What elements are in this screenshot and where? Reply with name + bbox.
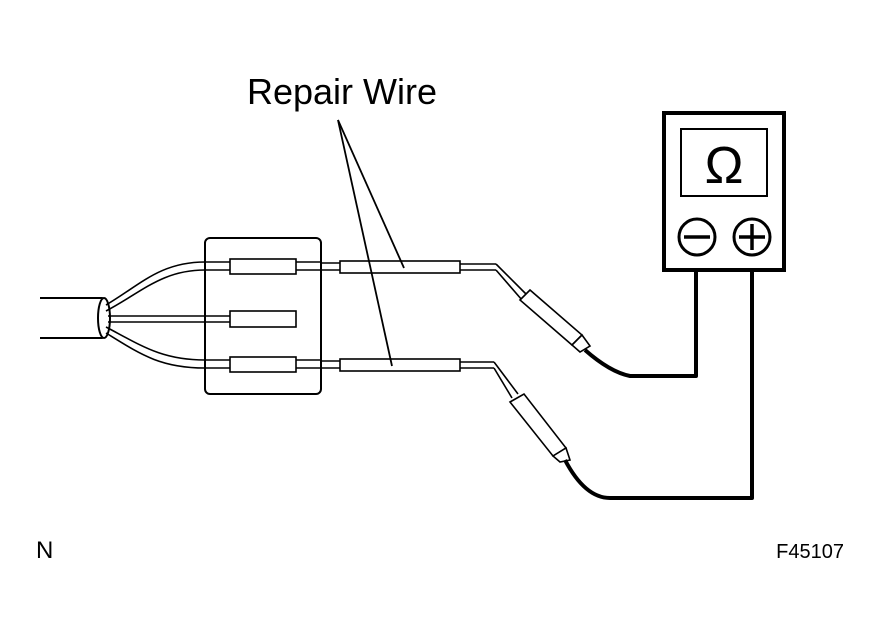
connector-terminal-middle	[205, 310, 297, 328]
probe-bottom	[508, 392, 572, 463]
connector-terminal-top	[205, 258, 321, 275]
meter-symbol: Ω	[705, 137, 744, 195]
connector	[204, 237, 322, 395]
connector-terminal-bottom	[205, 356, 321, 373]
cable-wires	[105, 261, 206, 369]
cable-sheath	[40, 297, 111, 339]
test-leads	[563, 262, 754, 500]
corner-label: N	[36, 537, 53, 564]
figure-code: F45107	[776, 541, 844, 563]
ohmmeter-icon: Ω	[662, 111, 786, 272]
probe-top	[518, 288, 592, 353]
callout-label: Repair Wire	[247, 71, 437, 112]
minus-circle-icon	[677, 217, 717, 257]
repair-wire-top	[321, 260, 529, 301]
plus-circle-icon	[732, 217, 772, 257]
repair-wire-bottom	[321, 358, 519, 399]
repair-wire-callout: Repair Wire	[247, 71, 437, 367]
